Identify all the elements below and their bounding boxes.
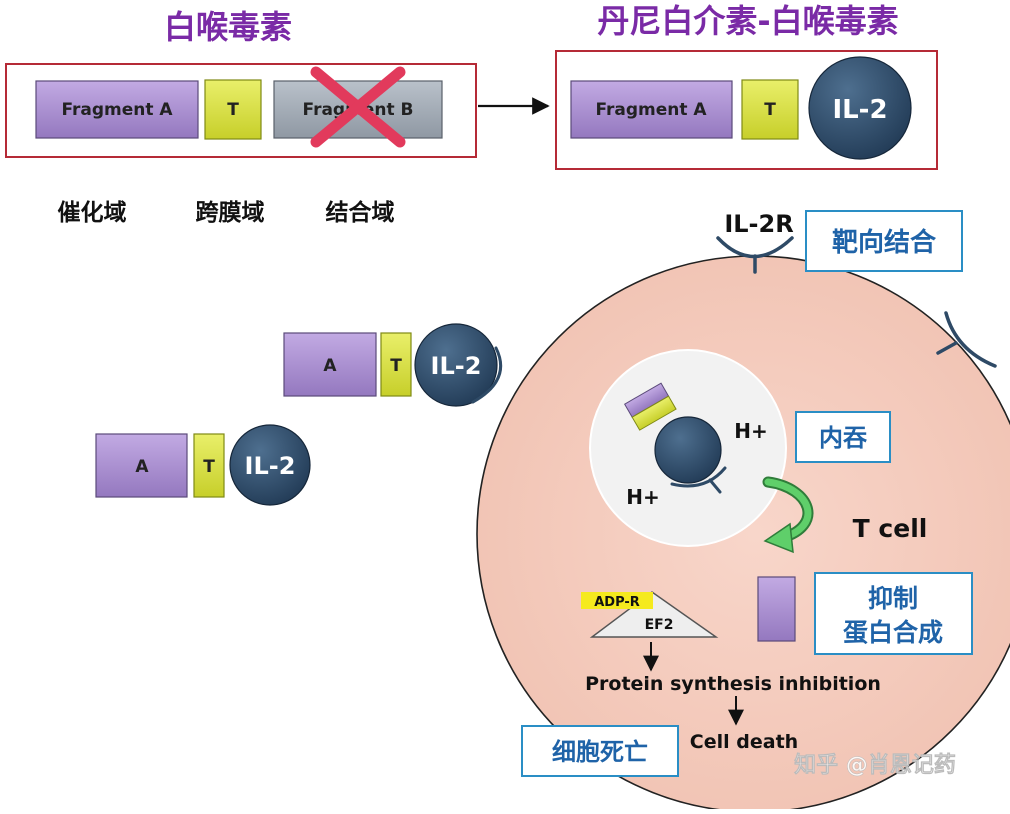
cell-death-box: 细胞死亡: [521, 725, 679, 777]
toxin-fragment-b: Fragment B: [273, 80, 443, 139]
endosome-receptor-icon: [670, 466, 727, 488]
toxin-fragment-a: Fragment A: [35, 80, 199, 139]
il2-receptor-top: [716, 236, 794, 274]
title-denileukin-diftitox: 丹尼白介素-白喉毒素: [597, 2, 898, 40]
cross-out-icon: [310, 66, 406, 148]
watermark: 知乎 @肖恩记药: [794, 752, 956, 778]
released-fragment-a: [757, 576, 796, 642]
transmembrane-domain-label: 跨膜域: [196, 199, 265, 226]
free-molecule-2-a-label: A: [135, 457, 149, 477]
toxin-construct-box: [5, 63, 477, 158]
title-diphtheria-toxin: 白喉毒素: [164, 8, 292, 46]
il2-receptor-label: IL-2R: [724, 210, 793, 238]
proton-label-1: H+: [734, 419, 768, 443]
protein-synthesis-inhibition-label: Protein synthesis inhibition: [585, 673, 881, 695]
ef2-triangle: EF2: [589, 591, 719, 638]
adp-ribose-tag: ADP-R: [581, 592, 653, 610]
inhibit-label-line1: 抑制: [868, 584, 918, 613]
inhibit-protein-synthesis-box: 抑制 蛋白合成: [814, 572, 973, 655]
toxin-t-domain: T: [204, 79, 262, 140]
inhibit-label-line2: 蛋白合成: [843, 618, 943, 647]
cell-death-english-label: Cell death: [690, 731, 798, 753]
toxin-t-label: T: [227, 100, 239, 120]
free-molecule-1-t-label: T: [390, 356, 402, 376]
toxin-fragment-a-label: Fragment A: [61, 100, 173, 120]
ef2-label: EF2: [645, 617, 674, 633]
bound-receptor-icon: [471, 346, 503, 404]
endocytosis-label: 内吞: [819, 424, 867, 452]
targeting-box: 靶向结合: [805, 210, 963, 272]
adp-r-label: ADP-R: [594, 595, 640, 610]
targeting-label: 靶向结合: [832, 227, 937, 258]
fusion-fragment-a: Fragment A: [570, 80, 733, 139]
binding-domain-label: 结合域: [326, 199, 395, 226]
fusion-construct-box: [555, 50, 938, 170]
endosome-molecule: [623, 382, 727, 494]
fusion-il2-label: IL-2: [832, 95, 887, 125]
cell-death-label: 细胞死亡: [552, 738, 648, 766]
release-arrow-icon: [762, 476, 814, 554]
fusion-t-label: T: [764, 100, 776, 120]
endocytosis-box: 内吞: [795, 411, 891, 463]
fusion-il2: IL-2: [808, 56, 912, 160]
catalytic-domain-label: 催化域: [58, 199, 127, 226]
fusion-fragment-a-label: Fragment A: [595, 100, 707, 120]
free-molecule-1-il2-label: IL-2: [431, 352, 482, 380]
free-molecule-1: A T IL-2: [283, 323, 503, 407]
free-molecule-2: A T IL-2: [95, 424, 311, 506]
il2-receptor-right: [936, 311, 997, 368]
fusion-t-domain: T: [741, 79, 799, 140]
free-molecule-1-a-label: A: [323, 356, 337, 376]
free-molecule-2-t-label: T: [203, 457, 215, 477]
t-cell-label: T cell: [853, 514, 928, 543]
free-molecule-2-il2-label: IL-2: [245, 452, 296, 480]
proton-label-2: H+: [626, 485, 660, 509]
